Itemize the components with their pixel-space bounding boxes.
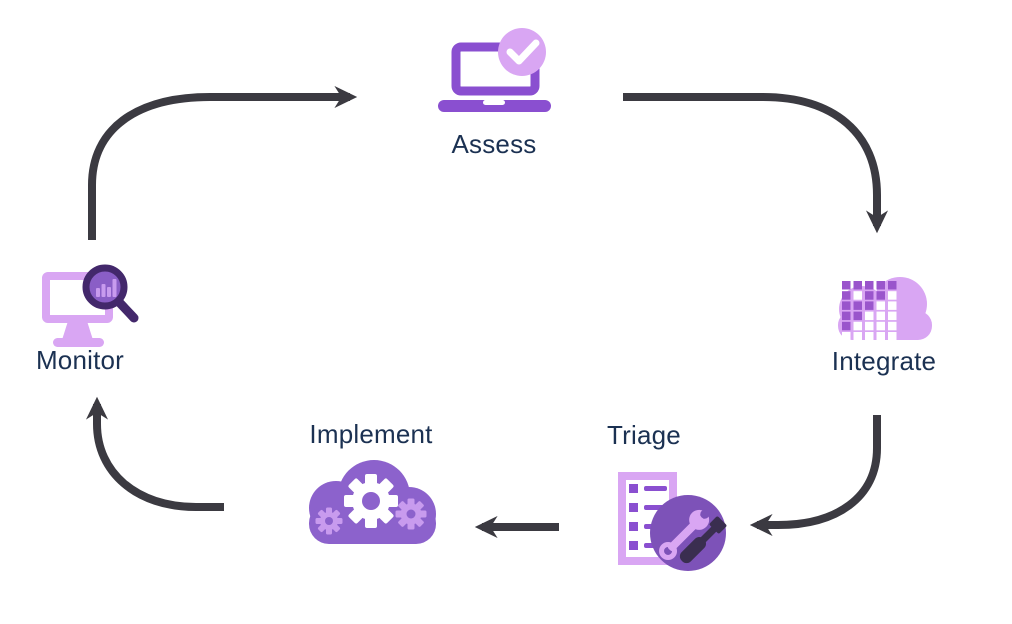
arrow-integrate-to-triage bbox=[749, 415, 881, 537]
wrench-icon bbox=[659, 506, 713, 560]
laptop-base-notch bbox=[483, 100, 505, 105]
monitor-stand bbox=[62, 321, 93, 340]
monitor-base bbox=[53, 338, 104, 347]
bar-chart-icon bbox=[96, 279, 117, 297]
stage-label-integrate: Integrate bbox=[831, 346, 937, 376]
pixel-grid bbox=[842, 281, 897, 341]
stage-label-implement: Implement bbox=[309, 419, 433, 449]
arrow-implement-to-monitor bbox=[85, 396, 224, 511]
arrow-assess-to-integrate bbox=[623, 93, 889, 234]
stage-label-assess: Assess bbox=[451, 129, 537, 159]
laptop-checkmark-icon bbox=[438, 28, 551, 112]
pixel-data-cloud-icon bbox=[838, 277, 932, 341]
gear-small-left-icon bbox=[315, 507, 343, 535]
magnifier-handle bbox=[114, 297, 139, 323]
gear-small-right-icon bbox=[395, 498, 427, 530]
stage-label-monitor: Monitor bbox=[35, 345, 125, 375]
gear-large-icon bbox=[344, 474, 398, 528]
checkmark-icon bbox=[506, 39, 540, 65]
checkmark-badge bbox=[498, 28, 546, 76]
laptop-base bbox=[438, 100, 551, 112]
checklist-tools-icon bbox=[618, 472, 727, 571]
arrow-monitor-to-assess bbox=[88, 85, 358, 240]
gears-cloud-icon bbox=[309, 460, 436, 544]
screwdriver-icon bbox=[679, 516, 727, 564]
monitor-magnifier-chart-icon bbox=[42, 264, 139, 347]
stage-label-triage: Triage bbox=[607, 420, 681, 450]
